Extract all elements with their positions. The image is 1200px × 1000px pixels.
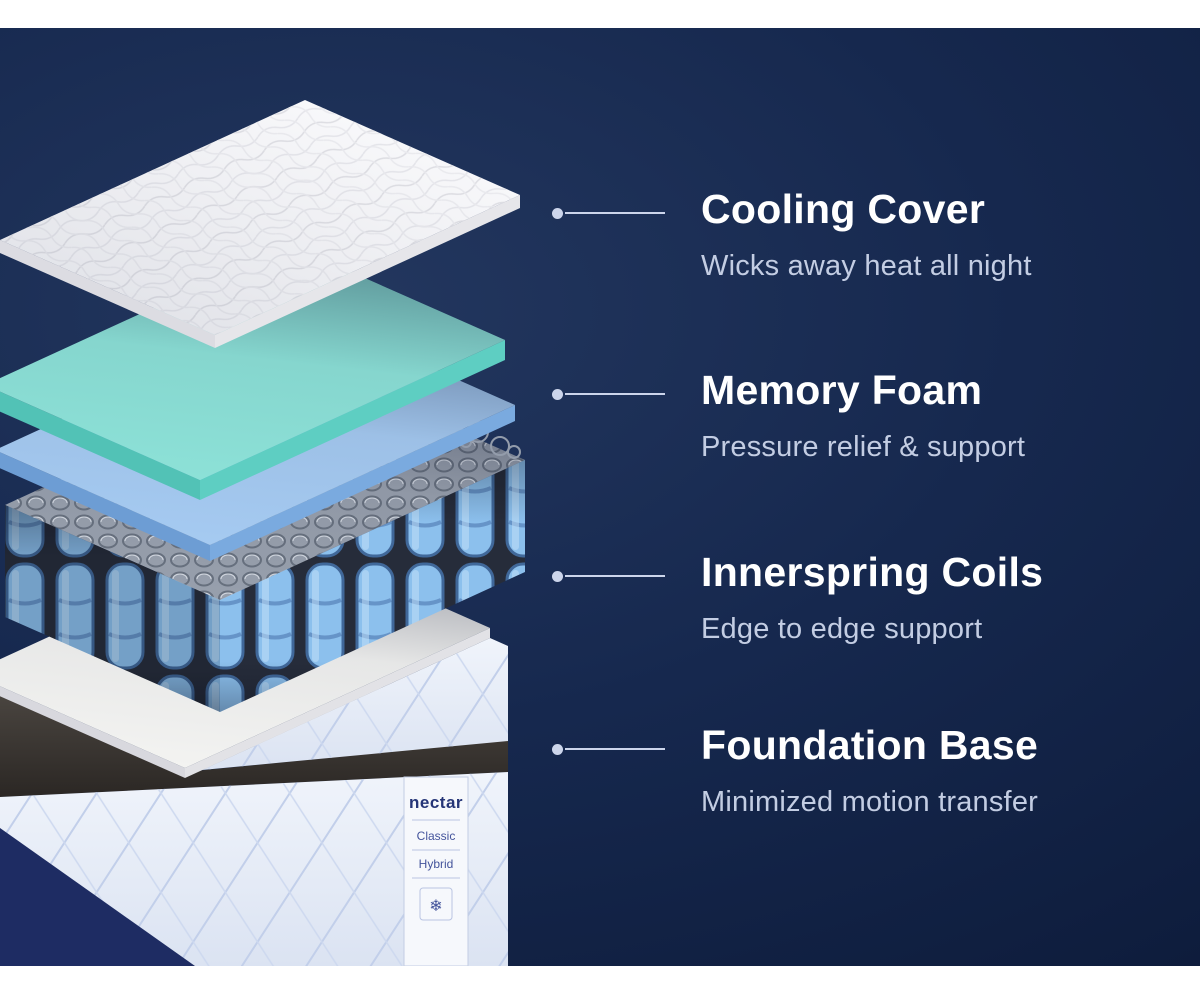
- blue-foam-side-left: [0, 452, 210, 561]
- brand-type: Hybrid: [419, 857, 454, 871]
- foundation-side-left: [0, 686, 185, 778]
- coil-row-front-right-shade: [220, 460, 525, 712]
- callout-title: Cooling Cover: [701, 186, 986, 232]
- brand-label: nectar Classic Hybrid ❄: [403, 776, 469, 966]
- teal-foam-shade: [0, 245, 505, 480]
- callout-foundation-base: Foundation Base Minimized motion transfe…: [552, 722, 1038, 819]
- callout-leader-line: [565, 748, 665, 750]
- callout-title: Foundation Base: [701, 722, 1039, 768]
- blue-foam-side-right: [210, 405, 515, 561]
- callout-subtitle: Minimized motion transfer: [701, 786, 1038, 819]
- teal-foam-side-right: [200, 340, 505, 500]
- callout-leader-line: [565, 212, 665, 214]
- callout-text: Innerspring Coils Edge to edge support: [701, 549, 1043, 646]
- bottom-white-band: [0, 966, 1200, 1000]
- cover-shade: [0, 100, 520, 335]
- cover-side-right: [215, 195, 520, 348]
- callout-text: Foundation Base Minimized motion transfe…: [701, 722, 1038, 819]
- callout-dot: [552, 744, 563, 755]
- callout-text: Memory Foam Pressure relief & support: [701, 367, 1025, 464]
- callout-text: Cooling Cover Wicks away heat all night: [701, 186, 1032, 283]
- callout-dot: [552, 208, 563, 219]
- base-trim-band: [0, 694, 508, 797]
- memory-foam-layer: [0, 245, 505, 500]
- teal-foam-side-left: [0, 391, 200, 500]
- callout-leader-line: [565, 575, 665, 577]
- callout-subtitle: Pressure relief & support: [701, 431, 1026, 464]
- top-white-band: [0, 0, 1200, 28]
- snowflake-icon: ❄: [429, 898, 442, 915]
- coil-row-front-left-tint: [5, 505, 220, 712]
- coil-row-front-left-shade: [5, 505, 220, 712]
- base-navy-accent: [0, 828, 195, 966]
- callout-subtitle: Edge to edge support: [701, 613, 983, 646]
- callout-dot: [552, 389, 563, 400]
- cover-side-left: [0, 240, 215, 348]
- callout-title: Memory Foam: [701, 367, 983, 413]
- base-fabric-quilting-cross: [0, 638, 508, 966]
- cooling-cover-layer: [0, 100, 520, 348]
- callout-dot: [552, 571, 563, 582]
- callout-innerspring-coils: Innerspring Coils Edge to edge support: [552, 549, 1043, 646]
- callout-leader-line: [565, 393, 665, 395]
- callout-memory-foam: Memory Foam Pressure relief & support: [552, 367, 1025, 464]
- mattress-illustration: nectar Classic Hybrid ❄: [0, 100, 525, 966]
- callout-title: Innerspring Coils: [701, 549, 1044, 595]
- foundation-side-right: [185, 628, 490, 778]
- base-fabric-block: nectar Classic Hybrid ❄: [0, 638, 508, 966]
- callout-cooling-cover: Cooling Cover Wicks away heat all night: [552, 186, 1032, 283]
- brand-model: Classic: [417, 829, 456, 843]
- callout-subtitle: Wicks away heat all night: [701, 250, 1032, 283]
- brand-name: nectar: [409, 793, 463, 812]
